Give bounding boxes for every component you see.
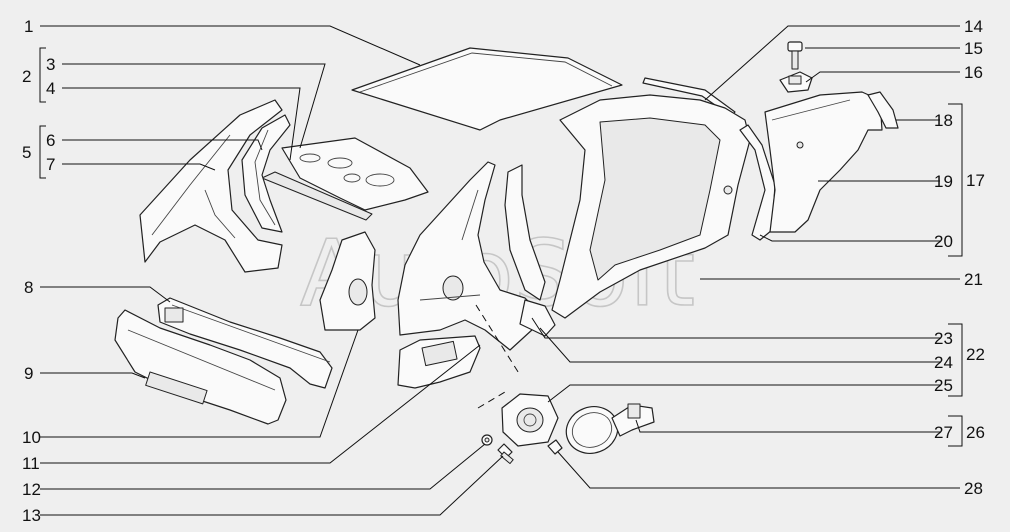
b-pillar-inner <box>504 164 546 301</box>
callout-20: 20 <box>934 232 953 251</box>
callout-25: 25 <box>934 376 953 395</box>
side-sill <box>519 299 556 337</box>
callout-26: 26 <box>966 423 985 442</box>
callout-8: 8 <box>24 278 33 297</box>
callout-1: 1 <box>24 17 33 36</box>
bolt-15 <box>787 41 803 70</box>
fuel-filler-door <box>565 406 619 454</box>
screw <box>497 443 514 465</box>
callout-6: 6 <box>46 131 55 150</box>
callout-3: 3 <box>46 55 55 74</box>
inner-rear-panel <box>241 114 291 233</box>
callout-labels: 1 2 3 4 5 6 7 8 9 10 11 12 13 14 15 16 1… <box>22 17 985 525</box>
callout-13: 13 <box>22 506 41 525</box>
rear-wheelhouse-inner <box>319 231 376 331</box>
rear-shelf-panel <box>261 137 429 221</box>
washer <box>481 434 493 446</box>
callout-14: 14 <box>964 17 983 36</box>
rear-lower-panel <box>114 309 287 425</box>
front-fender <box>764 91 883 233</box>
callout-22: 22 <box>966 345 985 364</box>
callout-15: 15 <box>964 39 983 58</box>
callout-9: 9 <box>24 364 33 383</box>
callout-18: 18 <box>934 111 953 130</box>
callout-11: 11 <box>22 454 40 473</box>
callout-12: 12 <box>22 480 41 499</box>
roof-panel <box>351 47 623 131</box>
callout-27: 27 <box>934 423 953 442</box>
callout-24: 24 <box>934 353 953 372</box>
rear-panel-reinforcement <box>157 297 333 389</box>
dashed-assembly-line <box>475 304 521 409</box>
callout-21: 21 <box>964 270 983 289</box>
callout-5: 5 <box>22 143 31 162</box>
filler-neck-housing <box>501 393 559 447</box>
callout-10: 10 <box>22 428 41 447</box>
leader-lines <box>40 25 960 516</box>
fender-bracket <box>867 91 899 129</box>
callout-7: 7 <box>46 155 55 174</box>
callout-17: 17 <box>966 171 985 190</box>
body-side-frame <box>551 94 751 319</box>
callout-19: 19 <box>934 172 953 191</box>
callout-16: 16 <box>964 63 983 82</box>
callout-4: 4 <box>46 79 55 98</box>
fuel-door-hinge <box>611 403 655 437</box>
group-brackets <box>39 47 963 447</box>
rear-quarter-outer <box>139 99 283 273</box>
callout-2: 2 <box>22 67 31 86</box>
callout-23: 23 <box>934 329 953 348</box>
rubber-stop <box>547 439 563 455</box>
fuel-filler-housing-panel <box>397 335 481 389</box>
clip-nut <box>779 71 813 93</box>
callout-28: 28 <box>964 479 983 498</box>
front-wheelhouse-strip <box>739 124 776 241</box>
